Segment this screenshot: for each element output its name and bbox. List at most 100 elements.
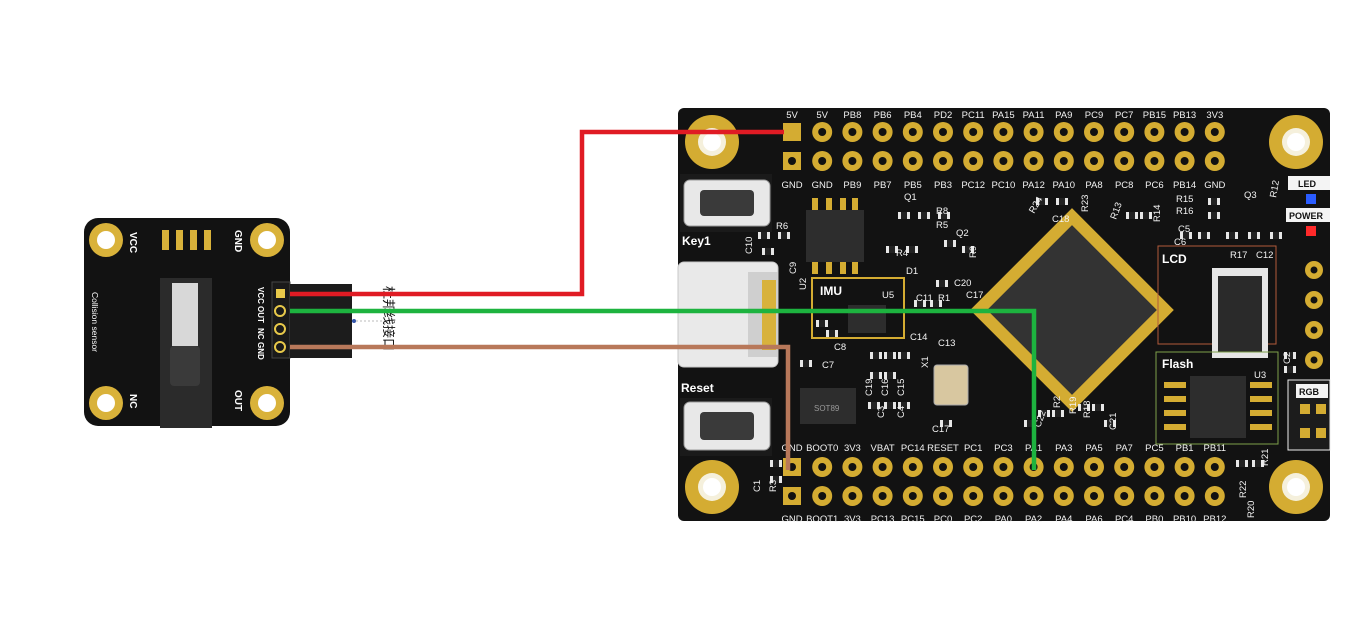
out-wire: [290, 308, 1037, 470]
bottom-row-2-pin: [1174, 486, 1195, 506]
top-row-1-pin: [872, 122, 893, 142]
ref-r17: R17: [1230, 250, 1247, 261]
smd-part: [1104, 420, 1116, 427]
pin-label-pb10: PB10: [1173, 514, 1196, 525]
ref-r23: R23: [1080, 195, 1091, 212]
bottom-row-2-pin: [1144, 486, 1165, 506]
smd-part: [1038, 410, 1050, 417]
ref-r3: R3: [768, 480, 779, 492]
connector-note: 杜邦线接口: [381, 286, 396, 351]
pin-label-pa11: PA11: [1023, 110, 1045, 121]
bottom-row-1-pin: [933, 457, 953, 477]
ref-r12: R12: [1268, 179, 1282, 198]
imu-outline: [811, 277, 905, 339]
ref-r4: R4: [896, 248, 908, 259]
ref-c3: C3: [876, 406, 887, 418]
bottom-row-1-pin: [993, 457, 1014, 477]
led-indicator: [1306, 194, 1316, 204]
top-row-1-pin: [1144, 122, 1165, 142]
collision-switch-lever: [172, 283, 198, 346]
smd-part: [906, 246, 918, 253]
smd-part: [940, 420, 952, 427]
smd-part: [944, 240, 956, 247]
pin-label-boot1: BOOT1: [806, 514, 838, 525]
gnd-wire: [290, 344, 791, 470]
top-row-1-pin: [1023, 122, 1044, 142]
bottom-row-2-pin: [1084, 486, 1104, 506]
ref-c5: C5: [1178, 224, 1190, 235]
pin-label-pb15: PB15: [1143, 110, 1166, 121]
pin-label-pa0: PA0: [995, 514, 1012, 525]
sensor-side-label: Collision sensor: [90, 292, 100, 352]
imu-label: IMU: [820, 284, 842, 298]
chip-sot89-mark: SOT89: [814, 404, 840, 413]
smd-part: [1092, 404, 1104, 411]
pin-label-pb6: PB6: [874, 110, 892, 121]
sensor-label-vcc: VCC: [127, 232, 138, 253]
bottom-row-2-pin: [993, 486, 1014, 506]
bottom-row-2-pin: [872, 486, 893, 506]
smd-part: [930, 300, 942, 307]
pin-label-pc11: PC11: [962, 110, 985, 121]
ref-r14: R14: [1152, 205, 1163, 222]
pin-label-5v: 5V: [786, 110, 798, 121]
smd-part: [884, 402, 896, 409]
u4-ref: C17: [966, 290, 983, 301]
ref-r18: R18: [1082, 401, 1093, 418]
top-row-2-pin: [1053, 151, 1074, 171]
pin-label-pa9: PA9: [1055, 110, 1072, 121]
smd-part: [1208, 212, 1220, 219]
top-row-1-pin: [1204, 122, 1225, 142]
pin-label-pb1: PB1: [1176, 443, 1194, 454]
smd-part: [800, 360, 812, 367]
pin-label-boot0: BOOT0: [806, 443, 838, 454]
ref-c16: C16: [880, 379, 891, 396]
smd-part: [1284, 366, 1296, 373]
ref-r8: R8: [936, 206, 948, 217]
top-row-2-pin: [902, 151, 923, 171]
smd-part: [816, 320, 828, 327]
smd-part: [770, 460, 782, 467]
sensor-pin-nc: NC: [256, 328, 265, 340]
smd-components: [758, 198, 1296, 483]
u5-ref: U5: [882, 290, 894, 301]
smd-part: [1126, 212, 1138, 219]
pin-label-pa8: PA8: [1085, 180, 1102, 191]
ref-c6: C6: [1174, 237, 1186, 248]
bottom-row-1-pin: [1053, 457, 1074, 477]
bottom-row-1-pin: [1174, 457, 1195, 477]
top-row-1-pin: [993, 122, 1014, 142]
ref-c9: C9: [788, 262, 799, 274]
bottom-row-2-pin: [963, 486, 984, 506]
pin-label-pd2: PD2: [934, 110, 952, 121]
ref-c7: C7: [822, 360, 834, 371]
vcc-wire: [290, 129, 792, 297]
ref-u2: U2: [798, 278, 809, 290]
pin-label-pb3: PB3: [934, 180, 952, 191]
top-row-2-pin: [1174, 151, 1195, 171]
header-bottom-pins: [783, 457, 1225, 506]
ref-x1: X1: [920, 356, 931, 368]
pin-label-pc7: PC7: [1115, 110, 1133, 121]
pin-label-pc12: PC12: [961, 180, 985, 191]
top-row-2-pin: [783, 152, 801, 170]
top-row-1-pin: [842, 122, 863, 142]
smd-part: [884, 352, 896, 359]
pin-label-pc10: PC10: [992, 180, 1016, 191]
ref-c15: C15: [896, 379, 907, 396]
pin-label-reset: RESET: [927, 443, 959, 454]
smd-part: [1056, 198, 1068, 205]
ref-q1: Q1: [904, 192, 917, 203]
top-row-1-pin: [1053, 122, 1074, 142]
chip-sot89: [800, 388, 856, 424]
right-edge-pads: [1305, 261, 1323, 369]
top-row-2-pin: [1114, 151, 1135, 171]
pin-label-pa15: PA15: [992, 110, 1015, 121]
ref-c11: C11: [916, 293, 933, 304]
top-row-2-pin: [1204, 151, 1225, 171]
smd-part: [1140, 212, 1152, 219]
pin-label-pa5: PA5: [1085, 443, 1102, 454]
top-row-1-pin: [1084, 122, 1104, 142]
bottom-row-1-pin: [1204, 457, 1225, 477]
